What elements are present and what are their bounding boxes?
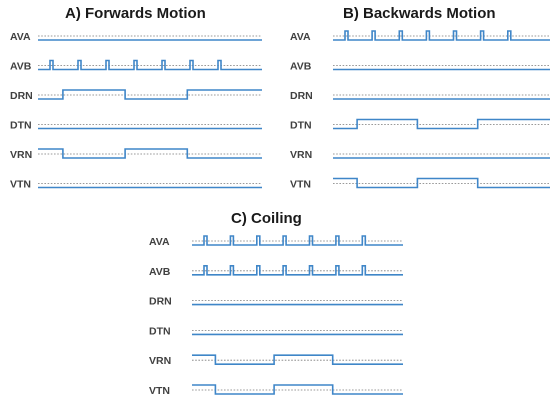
trace-vtn: VTN — [10, 179, 262, 191]
signal-waveform — [333, 177, 550, 189]
trace-label-vtn: VTN — [10, 179, 31, 191]
panel-coiling: C) Coiling AVA AVB DRN DTN VRN VTN — [135, 205, 415, 408]
signal-waveform — [333, 118, 550, 130]
trace-label-drn: DRN — [10, 90, 33, 102]
panel-title-coiling: C) Coiling — [231, 210, 302, 227]
trace-label-vtn: VTN — [290, 179, 311, 191]
trace-vtn: VTN — [290, 177, 550, 191]
trace-ava: AVA — [290, 30, 550, 43]
trace-label-avb: AVB — [290, 61, 312, 73]
trace-label-ava: AVA — [290, 31, 311, 43]
timing-diagram-coiling: AVA AVB DRN DTN VRN VTN — [149, 235, 403, 397]
trace-label-ava: AVA — [149, 236, 170, 248]
trace-avb: AVB — [149, 265, 403, 278]
trace-label-dtn: DTN — [149, 325, 171, 337]
panel-forwards-motion: A) Forwards Motion AVA AVB DRN DTN VRN VTN — [0, 0, 275, 205]
trace-label-avb: AVB — [149, 266, 171, 278]
trace-label-ava: AVA — [10, 31, 31, 43]
signal-waveform — [38, 59, 262, 71]
trace-ava: AVA — [149, 235, 403, 248]
trace-label-vrn: VRN — [149, 355, 171, 367]
panel-backwards-motion: B) Backwards Motion AVA AVB DRN DTN VRN VTN — [275, 0, 550, 205]
trace-avb: AVB — [10, 59, 262, 73]
trace-label-drn: DRN — [149, 296, 172, 308]
trace-label-avb: AVB — [10, 61, 32, 73]
trace-label-vrn: VRN — [290, 149, 312, 161]
trace-label-drn: DRN — [290, 90, 313, 102]
trace-label-dtn: DTN — [10, 120, 32, 132]
signal-waveform — [333, 30, 550, 41]
signal-waveform — [38, 148, 262, 159]
trace-drn: DRN — [149, 296, 403, 308]
signal-waveform — [192, 384, 403, 395]
trace-avb: AVB — [290, 61, 550, 73]
trace-label-vrn: VRN — [10, 149, 32, 161]
signal-waveform — [192, 265, 403, 276]
panel-title-forwards: A) Forwards Motion — [65, 5, 206, 22]
trace-ava: AVA — [10, 31, 262, 43]
timing-diagram-backwards: AVA AVB DRN DTN VRN VTN — [290, 30, 550, 191]
trace-drn: DRN — [290, 90, 550, 102]
panel-title-backwards: B) Backwards Motion — [343, 5, 496, 22]
signal-waveform — [192, 354, 403, 365]
trace-label-vtn: VTN — [149, 385, 170, 397]
trace-drn: DRN — [10, 89, 262, 102]
timing-diagram-forwards: AVA AVB DRN DTN VRN VTN — [10, 31, 262, 191]
trace-vrn: VRN — [10, 148, 262, 161]
signal-waveform — [38, 89, 262, 100]
trace-vrn: VRN — [290, 149, 550, 161]
signal-waveform — [192, 235, 403, 246]
trace-vrn: VRN — [149, 354, 403, 367]
trace-dtn: DTN — [290, 118, 550, 132]
trace-label-dtn: DTN — [290, 120, 312, 132]
trace-vtn: VTN — [149, 384, 403, 397]
trace-dtn: DTN — [10, 120, 262, 132]
trace-dtn: DTN — [149, 325, 403, 337]
